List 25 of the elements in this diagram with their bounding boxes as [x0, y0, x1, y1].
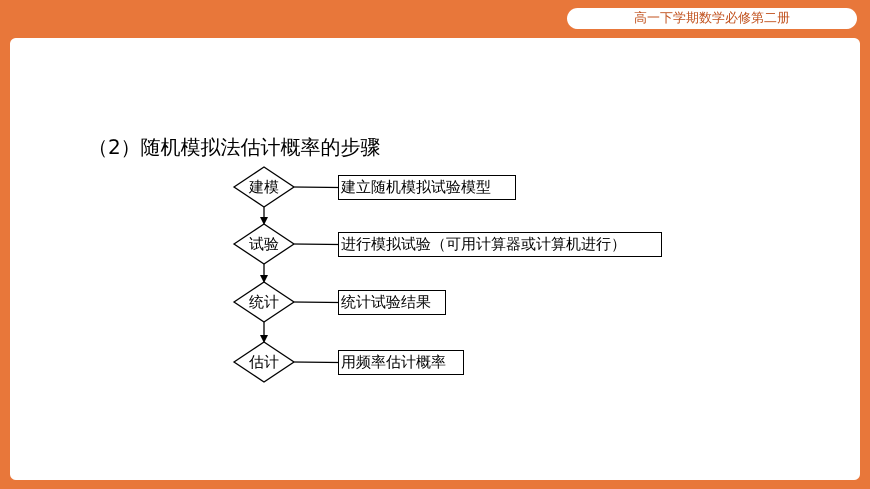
description-box — [338, 175, 516, 200]
connector-line — [294, 361, 338, 364]
decision-diamond — [232, 341, 296, 383]
title: （2）随机模拟法估计概率的步骤 — [88, 134, 381, 161]
arrow — [260, 207, 268, 225]
step-label: 试验 — [249, 236, 279, 252]
connector-line — [294, 301, 338, 304]
header-text: 高一下学期数学必修第二册 — [634, 12, 790, 25]
description-text: 统计试验结果 — [341, 295, 431, 310]
description-text: 建立随机模拟试验模型 — [341, 180, 491, 195]
description-box — [338, 290, 446, 315]
connector-line — [294, 243, 338, 246]
connector-line — [294, 186, 338, 188]
decision-diamond — [232, 281, 296, 323]
step-label: 建模 — [249, 180, 279, 194]
arrow — [260, 264, 268, 283]
step-label: 估计 — [249, 354, 279, 370]
decision-diamond — [232, 223, 296, 265]
arrow — [260, 322, 268, 343]
step-label: 统计 — [249, 294, 279, 310]
description-box — [338, 350, 464, 375]
description-text: 用频率估计概率 — [341, 355, 446, 370]
description-text: 进行模拟试验（可用计算器或计算机进行） — [341, 237, 626, 252]
decision-diamond — [232, 166, 296, 208]
description-box — [338, 232, 662, 257]
